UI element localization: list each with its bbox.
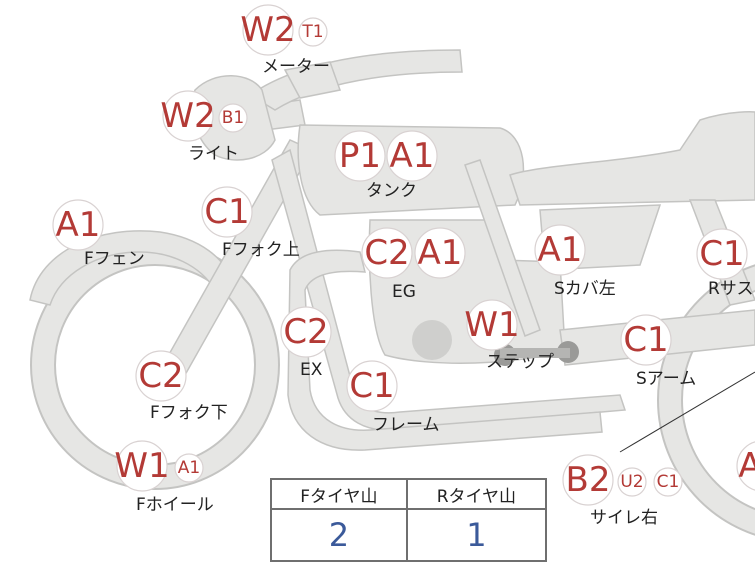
grade-badge xyxy=(562,454,614,506)
grade-badge xyxy=(386,130,438,182)
part-label: サイレ右 xyxy=(590,508,658,528)
part-label: フレーム xyxy=(372,415,440,435)
part-label: メーター xyxy=(262,57,330,77)
part-meter: W2 T1 メーター xyxy=(240,4,330,77)
part-side-cover-left: A1 Sカバ左 xyxy=(534,224,616,299)
part-exhaust: C2 EX xyxy=(280,306,332,380)
part-tank: P1 A1 タンク xyxy=(334,130,438,201)
grade-badge xyxy=(466,299,518,351)
part-frame: C1 フレーム xyxy=(346,360,440,435)
part-label: Rサス xyxy=(708,279,753,299)
part-swing-arm: C1 Sアーム xyxy=(620,314,696,389)
part-light: W2 B1 ライト xyxy=(160,90,248,164)
grade-text: C2 xyxy=(283,312,328,352)
grade-badge xyxy=(617,467,647,497)
grade-text: C2 xyxy=(138,356,183,396)
rear-tire-header: Rタイヤ山 xyxy=(405,478,548,510)
grade-badge xyxy=(201,186,253,238)
part-label: Fフェン xyxy=(84,249,145,269)
grade-text: C2 xyxy=(364,233,409,273)
grade-badge xyxy=(620,314,672,366)
part-label: Sカバ左 xyxy=(554,279,616,299)
front-tire-header: Fタイヤ山 xyxy=(270,478,408,510)
grade-text: A1 xyxy=(418,233,463,273)
grade-text: C1 xyxy=(349,366,394,406)
part-label: EG xyxy=(392,282,416,302)
part-front-fork-upper: C1 Fフォク上 xyxy=(201,186,300,260)
part-label: Fフォク上 xyxy=(222,240,300,260)
part-front-fork-lower: C2 Fフォク下 xyxy=(135,350,228,423)
grade-text: W2 xyxy=(240,10,295,50)
part-label: Sアーム xyxy=(636,369,696,389)
exhaust-shape xyxy=(287,249,603,451)
grade-text: A1 xyxy=(538,230,583,270)
grade-text: C1 xyxy=(699,234,744,274)
seat-shape xyxy=(509,111,755,206)
meter-shape xyxy=(283,61,341,99)
grade-badge xyxy=(736,441,755,491)
part-step: W1 ステップ xyxy=(464,299,554,372)
grade-badge xyxy=(414,227,466,279)
grade-badge xyxy=(298,17,328,47)
grade-badge xyxy=(52,199,104,251)
part-rear-edge: A xyxy=(736,441,755,491)
part-label: ライト xyxy=(188,144,239,164)
part-rear-suspension: C1 Rサス xyxy=(696,228,753,299)
grade-text: W1 xyxy=(114,446,169,486)
grade-text: A xyxy=(738,446,755,486)
grade-badge xyxy=(218,103,248,133)
grade-text: P1 xyxy=(339,136,381,176)
grade-badge xyxy=(334,130,386,182)
grade-text: A1 xyxy=(56,205,101,245)
grade-text: W2 xyxy=(160,96,215,136)
grade-badge xyxy=(174,453,204,483)
grade-badge xyxy=(696,228,748,280)
part-label: Fフォク下 xyxy=(150,403,228,423)
grade-badge xyxy=(135,350,187,402)
grade-text: B2 xyxy=(566,460,611,500)
grade-badge xyxy=(162,90,214,142)
part-front-fender: A1 Fフェン xyxy=(52,199,145,269)
grade-text: C1 xyxy=(657,472,680,492)
grade-text: B1 xyxy=(222,108,244,128)
grade-text: C1 xyxy=(204,192,249,232)
part-label: Fホイール xyxy=(136,495,214,515)
part-label: ステップ xyxy=(486,352,554,372)
grade-text: U2 xyxy=(620,472,643,492)
grade-badge xyxy=(534,224,586,276)
front-tire-value: 2 xyxy=(270,508,408,562)
grade-badge xyxy=(361,227,413,279)
tire-tread-table: Fタイヤ山 Rタイヤ山 2 1 xyxy=(270,478,548,562)
grade-text: C1 xyxy=(623,320,668,360)
grade-badge xyxy=(346,360,398,412)
grade-text: A1 xyxy=(178,458,200,478)
grade-badge xyxy=(116,440,168,492)
part-front-wheel: W1 A1 Fホイール xyxy=(114,440,214,515)
grade-badge xyxy=(280,306,332,358)
part-silencer-right: B2 U2 C1 サイレ右 xyxy=(562,454,683,528)
grade-text: A1 xyxy=(390,136,435,176)
rear-tire-value: 1 xyxy=(405,508,548,562)
grade-text: T1 xyxy=(301,22,323,42)
part-label: タンク xyxy=(366,181,417,201)
part-engine: C2 A1 EG xyxy=(361,227,466,302)
part-label: EX xyxy=(300,360,323,380)
grade-text: W1 xyxy=(464,305,519,345)
grade-badge xyxy=(242,4,294,56)
grade-badge xyxy=(653,467,683,497)
